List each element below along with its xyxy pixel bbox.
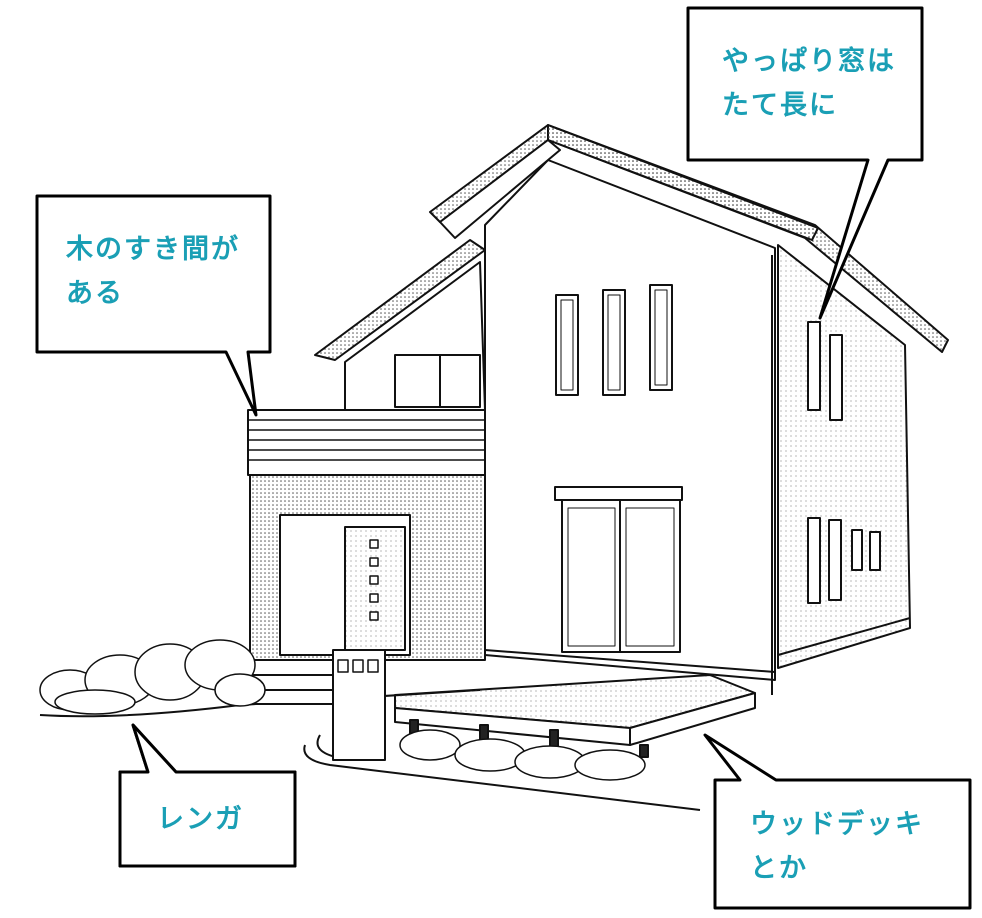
- callout-windows-text: やっぱり窓は たて長に: [722, 40, 896, 128]
- callout-line: やっぱり窓は: [722, 46, 896, 77]
- side-window: [869, 531, 881, 571]
- callout-bubble-deck: [703, 733, 972, 910]
- callout-line: ある: [66, 278, 124, 309]
- side-window: [828, 519, 842, 601]
- callout-bubble-slats: [35, 194, 272, 417]
- callout-line: たて長に: [722, 90, 838, 121]
- side-window: [829, 334, 843, 421]
- callout-bubble-windows: [686, 6, 924, 320]
- callout-line: 木のすき間が: [66, 234, 240, 265]
- side-window: [807, 517, 821, 604]
- upper-left-roof: [314, 239, 486, 361]
- shrubs: [39, 639, 646, 781]
- callout-line: ウッドデッキ: [750, 809, 924, 840]
- balcony: [247, 409, 486, 476]
- callout-line: レンガ: [157, 804, 244, 835]
- upper-window: [394, 354, 481, 408]
- callout-brick-text: レンガ: [157, 798, 244, 842]
- ground-curb: [39, 689, 481, 718]
- entry-steps: [249, 659, 341, 676]
- awning: [554, 486, 683, 501]
- balcony-slats: [248, 419, 485, 461]
- side-window: [851, 529, 863, 571]
- callout-deck-text: ウッドデッキ とか: [750, 803, 924, 891]
- callout-line: とか: [750, 853, 808, 884]
- side-window: [807, 321, 821, 411]
- callout-slats-text: 木のすき間が ある: [66, 228, 240, 316]
